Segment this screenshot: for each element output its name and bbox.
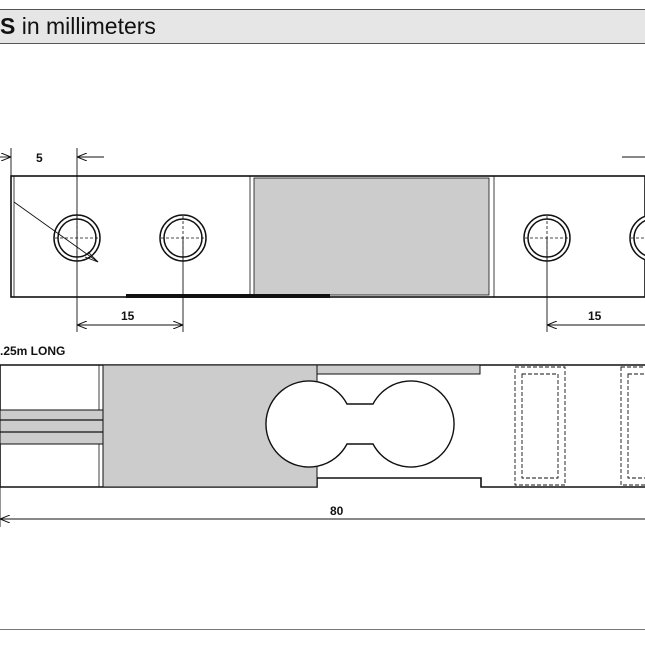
mounting-hole-4 [629, 215, 645, 261]
hidden-hole-1 [514, 366, 566, 486]
page-title: S in millimeters [0, 13, 156, 40]
side-top-plate [316, 364, 481, 375]
dim-5-label: 5 [36, 151, 43, 165]
page-title-rest: in millimeters [15, 13, 156, 39]
dim-80-label: 80 [330, 504, 344, 518]
binocular-cutout [265, 380, 455, 468]
dim-15-left-label: 15 [121, 309, 135, 323]
top-view: 5 15 15 [0, 148, 645, 332]
page-title-bold: S [0, 13, 16, 39]
top-gauge-area [253, 177, 490, 296]
cable-note: .25m LONG [0, 344, 65, 358]
cable [0, 409, 104, 445]
hole-leader-arrow [84, 251, 99, 263]
hole-leader-line [13, 201, 99, 263]
header-bar: S in millimeters [0, 9, 645, 44]
footer-rule [0, 629, 645, 630]
dim-15-right-label: 15 [588, 309, 602, 323]
hidden-hole-2 [620, 366, 645, 486]
side-view: 80 [0, 364, 645, 527]
